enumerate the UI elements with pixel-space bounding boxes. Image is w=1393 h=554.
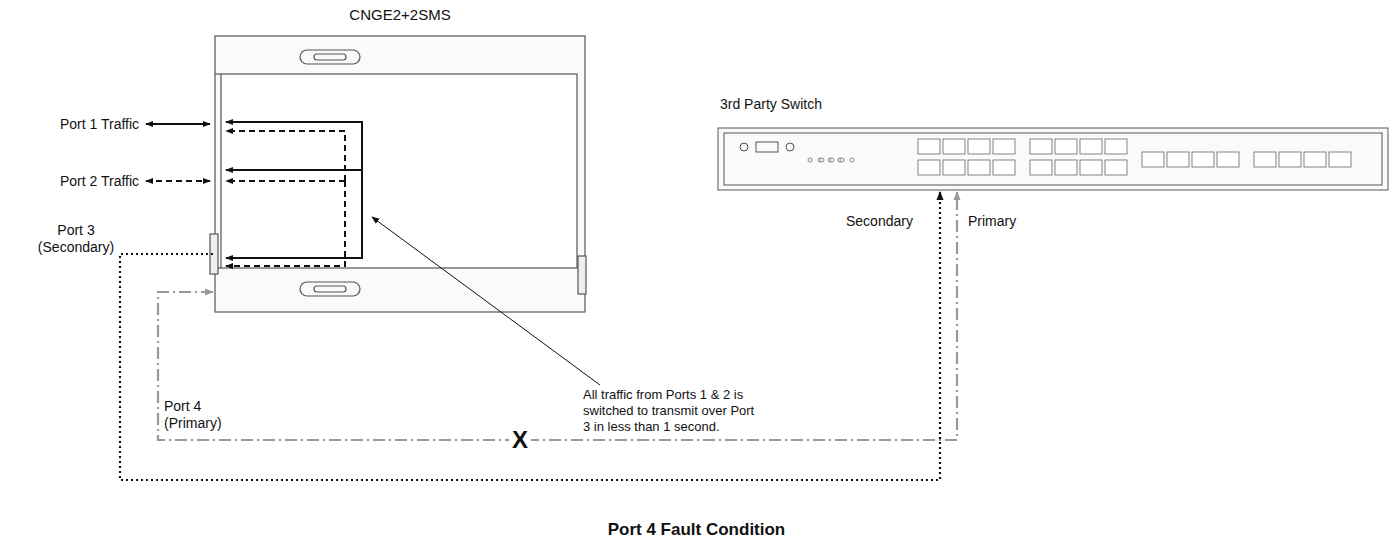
port-link [158,192,957,440]
node-heading: CNGE2+2SMS [213,6,587,23]
node-heading: 3rd Party Switch [720,96,1390,112]
device-housing [210,36,586,312]
switch-box: 3rd Party Switch [716,96,1390,192]
device-box: CNGE2+2SMS [213,6,587,314]
port-label: Port 2 Traffic [60,173,144,190]
figure-caption: Port 4 Fault Condition [0,519,1393,541]
port-label: Port 1 Traffic [60,116,144,133]
leader-line [372,217,600,385]
traffic-arrows [146,124,210,181]
port-label: Primary [968,213,1038,230]
internal-paths [226,122,362,266]
port-label: Port 4 (Primary) [164,398,244,432]
callout-note: All traffic from Ports 1 & 2 is switched… [583,387,761,435]
fault-mark: X [509,427,531,453]
port-label: Port 3 (Secondary) [30,222,122,256]
port-link [120,192,940,480]
port-label: Secondary [846,213,926,230]
switch-ports [808,139,1351,175]
switch-chassis [718,128,1388,190]
